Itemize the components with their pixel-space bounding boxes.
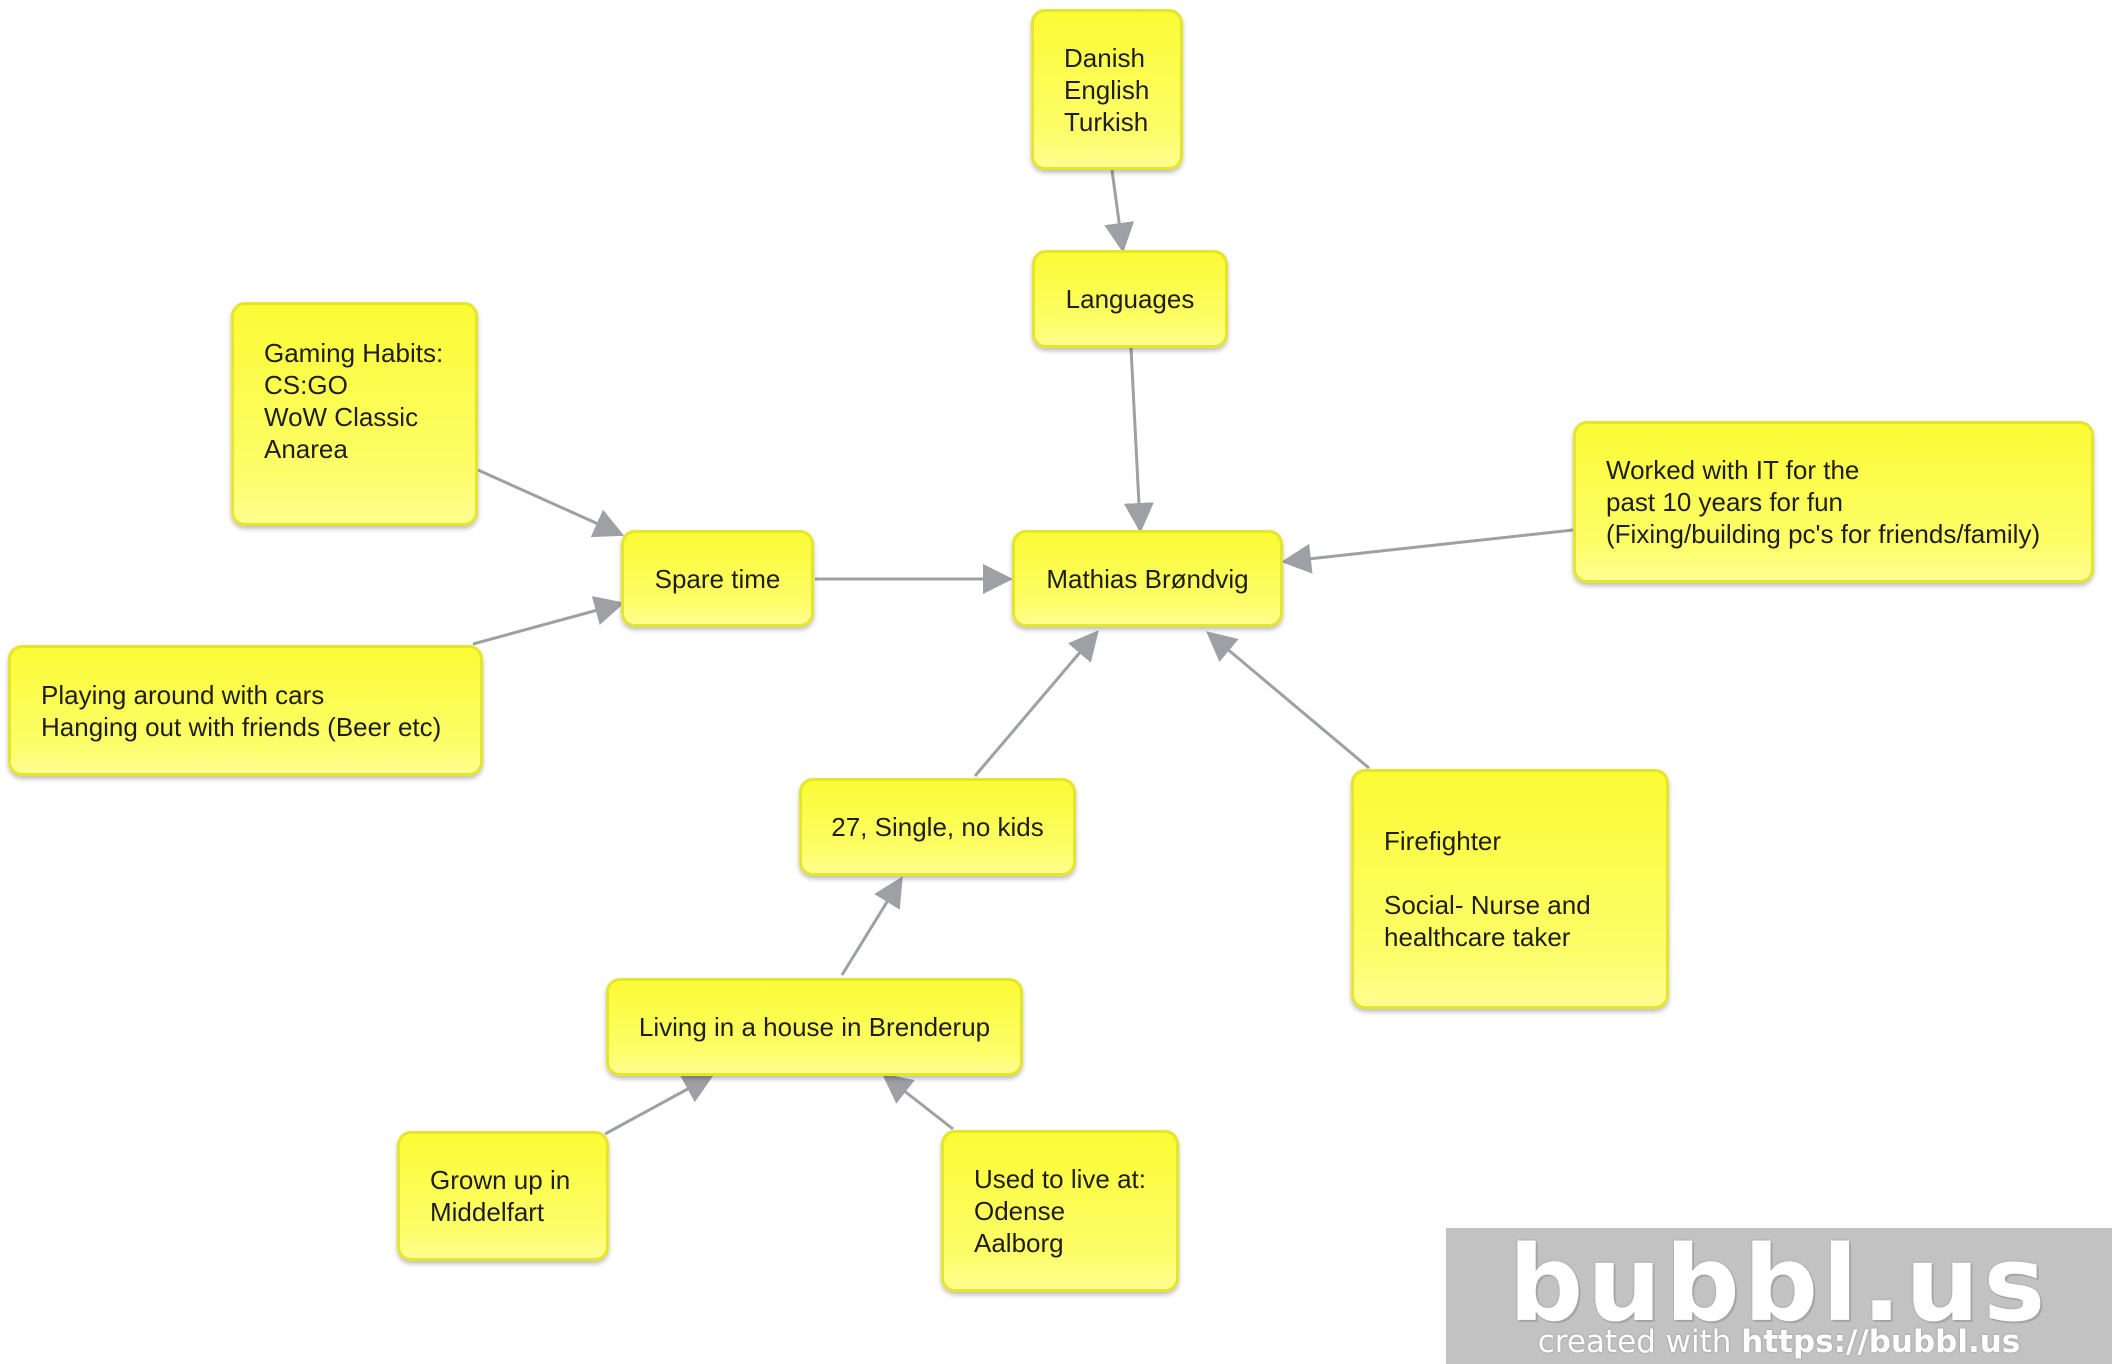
node-gaming-habits-label: Gaming Habits: CS:GO WoW Classic Anarea	[264, 338, 444, 464]
link-grown-to-house	[604, 1074, 714, 1136]
link-used-to-house	[881, 1073, 954, 1131]
node-gaming-habits[interactable]: Gaming Habits: CS:GO WoW Classic Anarea	[231, 302, 478, 526]
link-languages-to-center	[1123, 347, 1154, 533]
link-firefighter-to-center	[1206, 631, 1370, 770]
created-with-prefix: created with	[1537, 1324, 1742, 1360]
node-languages-label: Languages	[1065, 284, 1195, 314]
node-cars-friends[interactable]: Playing around with cars Hanging out wit…	[8, 645, 483, 776]
node-center-name[interactable]: Mathias Brøndvig	[1012, 530, 1283, 627]
link-it-to-center	[1281, 528, 1574, 574]
node-age-status[interactable]: 27, Single, no kids	[799, 778, 1076, 876]
node-languages[interactable]: Languages	[1032, 250, 1228, 348]
node-it-experience[interactable]: Worked with IT for the past 10 years for…	[1573, 421, 2094, 583]
link-house-to-age	[840, 876, 903, 976]
node-language-list-label: Danish English Turkish	[1064, 42, 1150, 137]
bubblus-logo: bubbl.us	[1508, 1223, 2050, 1345]
link-cars-to-spare-time	[472, 596, 625, 646]
node-cars-friends-label: Playing around with cars Hanging out wit…	[41, 679, 442, 742]
node-grown-up-label: Grown up in Middelfart	[430, 1165, 571, 1227]
link-gaming-to-spare-time	[477, 468, 625, 538]
node-firefighter[interactable]: Firefighter Social- Nurse and healthcare…	[1351, 769, 1669, 1009]
link-language-list-to-languages	[1104, 169, 1135, 253]
node-grown-up[interactable]: Grown up in Middelfart	[397, 1131, 609, 1261]
node-language-list[interactable]: Danish English Turkish	[1031, 9, 1183, 170]
created-with-url[interactable]: https://bubbl.us	[1741, 1324, 2021, 1360]
link-age-to-center	[973, 630, 1099, 777]
node-spare-time-label: Spare time	[654, 563, 781, 594]
node-house[interactable]: Living in a house in Brenderup	[606, 978, 1023, 1076]
bubblus-watermark[interactable]: bubbl.us created with https://bubbl.us	[1446, 1228, 2112, 1364]
node-it-experience-label: Worked with IT for the past 10 years for…	[1606, 455, 2041, 549]
node-firefighter-label: Firefighter Social- Nurse and healthcare…	[1384, 826, 1591, 952]
node-center-name-label: Mathias Brøndvig	[1046, 563, 1249, 594]
node-used-to-live-label: Used to live at: Odense Aalborg	[974, 1164, 1146, 1258]
node-spare-time[interactable]: Spare time	[621, 530, 814, 627]
created-with-line: created with https://bubbl.us	[1446, 1322, 2112, 1362]
node-used-to-live[interactable]: Used to live at: Odense Aalborg	[941, 1130, 1179, 1292]
node-age-status-label: 27, Single, no kids	[831, 812, 1044, 842]
node-house-label: Living in a house in Brenderup	[638, 1012, 991, 1042]
